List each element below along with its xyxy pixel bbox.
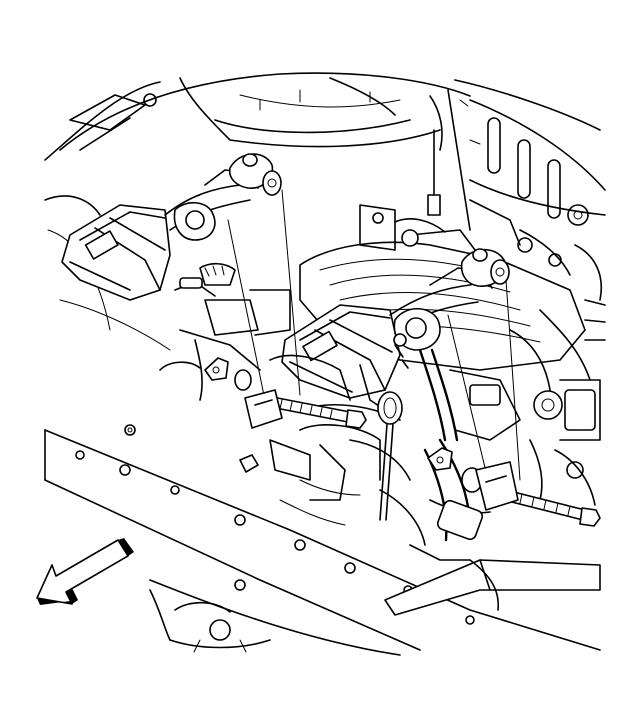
leader-lines bbox=[227, 189, 521, 481]
engine-oil-dipstick bbox=[377, 391, 403, 521]
mount-through-bolts bbox=[204, 357, 601, 527]
front-direction-arrow-icon bbox=[36, 538, 134, 605]
right-engine-mount bbox=[281, 248, 510, 399]
left-fender-structure bbox=[44, 81, 171, 351]
firewall-and-cowl bbox=[59, 72, 606, 231]
front-frame-rail bbox=[44, 424, 601, 656]
left-engine-mount bbox=[61, 153, 282, 301]
